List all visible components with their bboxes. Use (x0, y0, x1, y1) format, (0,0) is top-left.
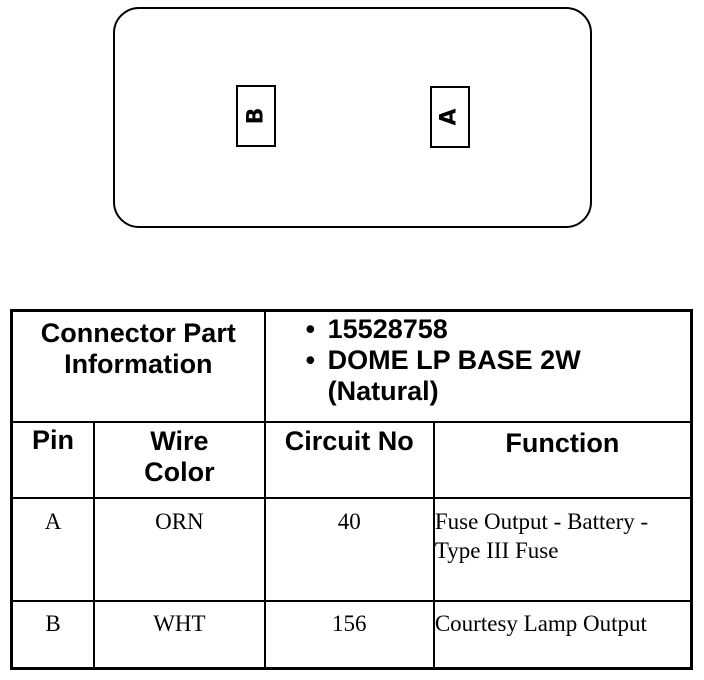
part-info-values: •15528758 •DOME LP BASE 2W (Natural) (266, 312, 690, 407)
part-description: •DOME LP BASE 2W (305, 345, 581, 375)
header-circuit-no: Circuit No (284, 425, 414, 456)
row-a-circuit: 40 (263, 496, 435, 602)
part-info-label-cell: Connector Part Information (10, 309, 266, 423)
connector-face-outline (113, 7, 592, 228)
header-row: Pin Wire Color Circuit No Function (10, 420, 693, 499)
row-b-wire-color: WHT (93, 599, 266, 670)
row-a-wire-color: ORN (93, 496, 266, 602)
header-pin: Pin (32, 424, 75, 455)
row-b-function: Courtesy Lamp Output (432, 599, 693, 670)
table-row: A ORN 40 Fuse Output - Battery - Type II… (10, 496, 693, 602)
cavity-b-letter: B (243, 107, 268, 125)
row-b-pin: B (10, 599, 96, 670)
cavity-a-label: A (430, 86, 470, 148)
connector-info-table: Connector Part Information •15528758 •DO… (10, 309, 693, 670)
cavity-a-letter: A (437, 108, 462, 126)
header-function: Function (505, 427, 620, 458)
table-row: B WHT 156 Courtesy Lamp Output (10, 599, 693, 670)
part-number: •15528758 (305, 314, 448, 344)
header-pin-cell: Pin (10, 420, 96, 499)
part-info-row: Connector Part Information •15528758 •DO… (10, 309, 693, 423)
header-function-cell: Function (432, 420, 693, 499)
row-a-pin: A (10, 496, 96, 602)
header-wire-color-cell: Wire Color (93, 420, 266, 499)
part-info-label: Connector Part Information (40, 318, 236, 379)
header-wire-color: Wire Color (144, 425, 215, 487)
row-b-circuit: 156 (263, 599, 435, 670)
part-info-values-cell: •15528758 •DOME LP BASE 2W (Natural) (263, 309, 693, 423)
part-color: (Natural) (327, 376, 439, 406)
cavity-b-label: B (236, 85, 276, 147)
row-a-function: Fuse Output - Battery - Type III Fuse (432, 496, 693, 602)
header-circuit-no-cell: Circuit No (263, 420, 435, 499)
